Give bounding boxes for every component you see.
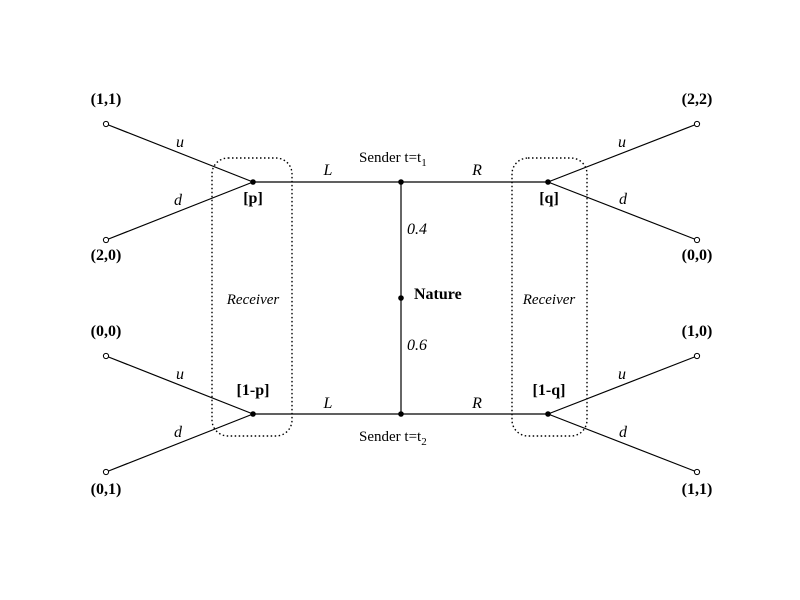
sender-node-top [398,179,404,185]
payoff-tl-u: (1,1) [91,91,122,108]
payoff-bl-u: (0,0) [91,323,122,340]
br-u-branch [547,355,698,415]
action-label-r: R [471,162,482,179]
bl-d-branch [105,413,254,473]
sender-label-bottom-text: Sender t=t [359,429,422,445]
terminal-node [693,236,701,244]
terminal-node [102,236,110,244]
bl-u-branch [105,355,254,415]
action-label-l: L [323,162,333,179]
belief-q: [q] [539,190,559,207]
action-label-d: d [174,192,183,209]
tr-d-branch [547,181,698,241]
belief-1-q: [1-q] [533,382,566,399]
terminal-node [102,352,110,360]
action-label-l: L [323,395,333,412]
prob-bottom: 0.6 [407,337,427,354]
receiver-label-left: Receiver [226,292,280,308]
payoff-tl-d: (2,0) [91,247,122,264]
payoff-br-u: (1,0) [682,323,713,340]
action-label-d: d [174,424,183,441]
receiver-label-right: Receiver [522,292,576,308]
receiver-info-set-left [211,157,293,437]
payoff-br-d: (1,1) [682,481,713,498]
action-label-u: u [176,366,184,383]
receiver-info-set-right [511,157,588,437]
prob-top: 0.4 [407,221,427,238]
sender-label-top-text: Sender t=t [359,150,422,166]
terminal-node [102,468,110,476]
sender-label-bottom-sub: 2 [421,436,427,448]
receiver-node-q [545,179,551,185]
br-d-branch [547,413,698,473]
terminal-node [693,352,701,360]
action-label-d: d [619,191,628,208]
tl-u-branch [105,123,254,183]
nature-node [398,295,404,301]
terminal-node [693,468,701,476]
action-label-u: u [618,134,626,151]
tr-u-branch [547,123,698,183]
action-label-r: R [471,395,482,412]
sender-label-top: Sender t=t1 [359,150,427,169]
sender-label-bottom: Sender t=t2 [359,429,427,448]
action-label-d: d [619,424,628,441]
receiver-node-1-q [545,411,551,417]
receiver-node-1-p [250,411,256,417]
payoff-bl-d: (0,1) [91,481,122,498]
belief-p: [p] [243,190,263,207]
payoff-tr-u: (2,2) [682,91,713,108]
payoff-tr-d: (0,0) [682,247,713,264]
sender-node-bottom [398,411,404,417]
receiver-node-p [250,179,256,185]
belief-1-p: [1-p] [237,382,270,399]
terminal-node [102,120,110,128]
action-label-u: u [618,366,626,383]
action-label-u: u [176,134,184,151]
sender-label-top-sub: 1 [421,157,427,169]
nature-label: Nature [414,286,462,303]
terminal-node [693,120,701,128]
tl-d-branch [105,181,254,241]
